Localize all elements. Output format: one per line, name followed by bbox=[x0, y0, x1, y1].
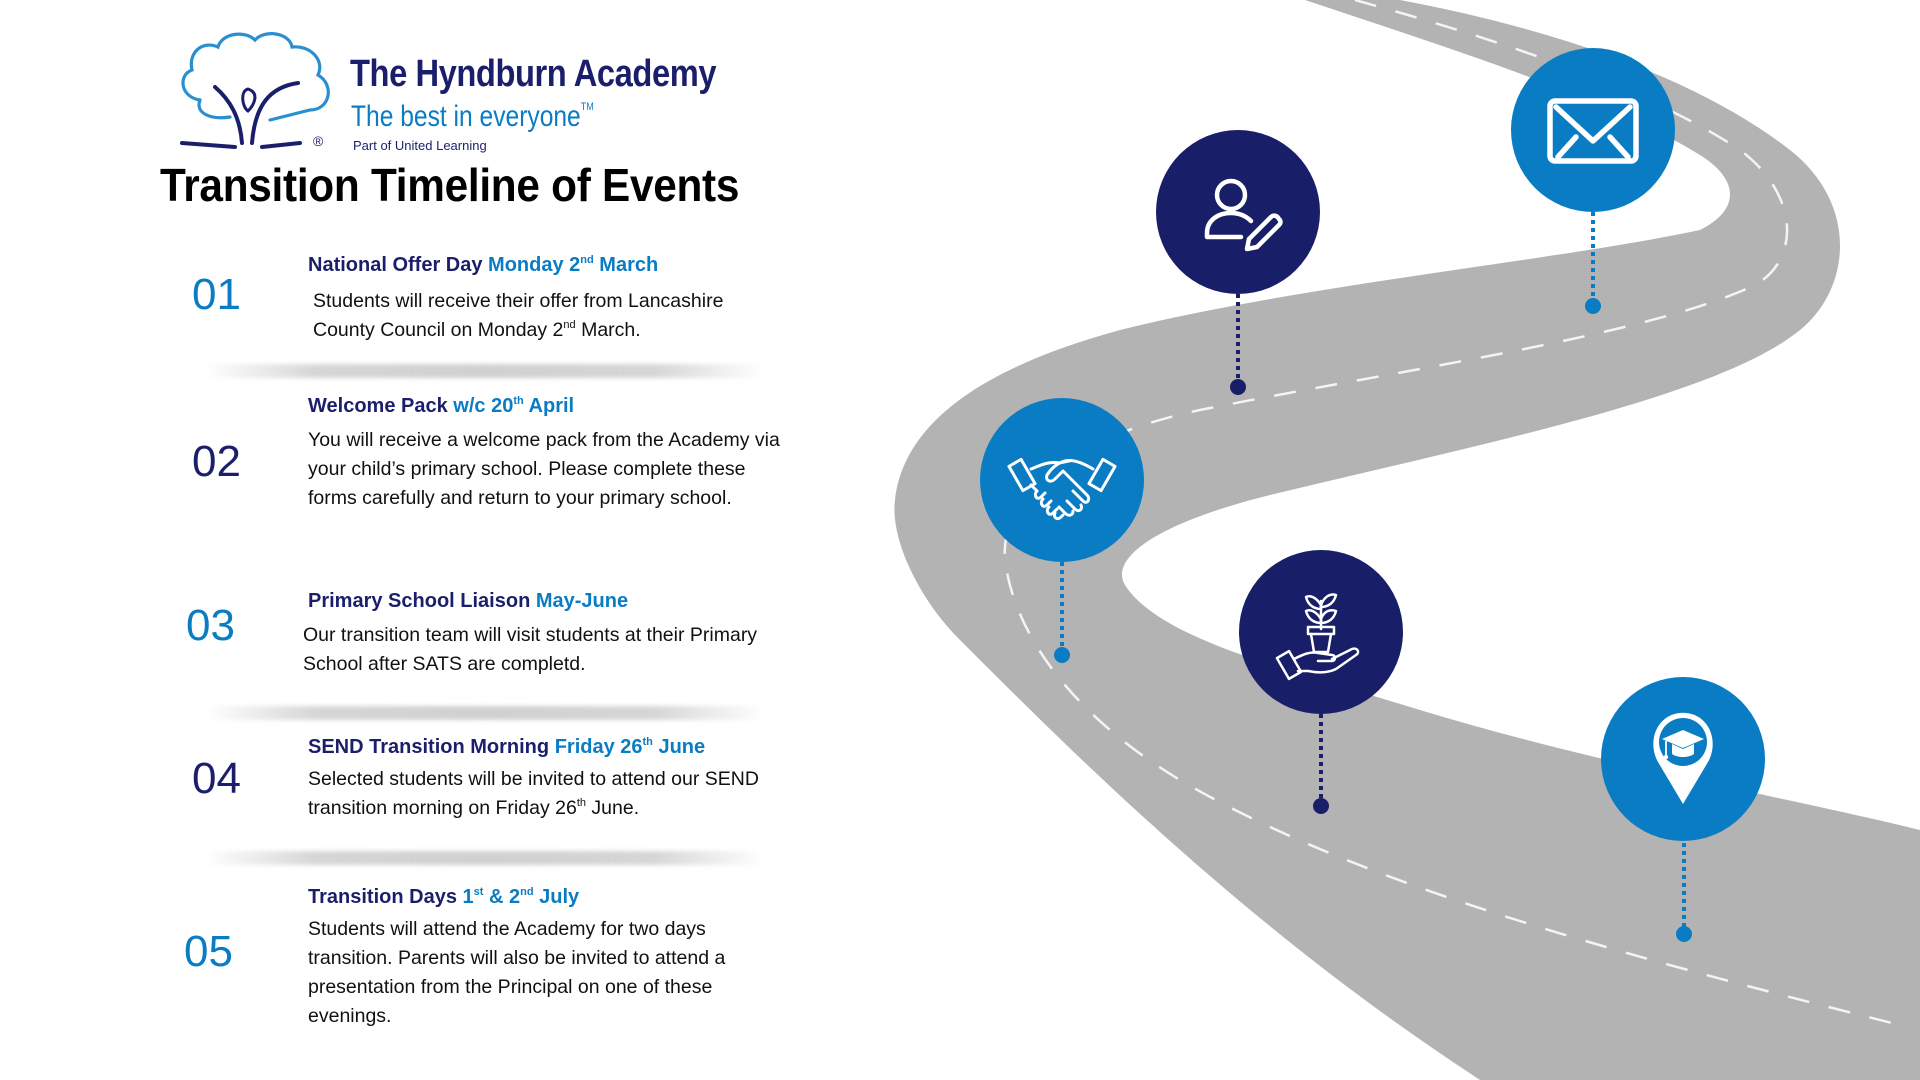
milestone-plant-in-hand bbox=[1239, 550, 1403, 714]
event-divider bbox=[205, 851, 765, 865]
connector-dot bbox=[1585, 298, 1601, 314]
event-description: Our transition team will visit students … bbox=[303, 624, 758, 675]
connector-dot bbox=[1313, 798, 1329, 814]
event-title: Transition Days 1st & 2nd July bbox=[308, 886, 580, 908]
event-date: Monday 2nd March bbox=[488, 254, 659, 276]
event-description: You will receive a welcome pack from the… bbox=[308, 429, 780, 509]
event-title: Primary School Liaison May-June bbox=[308, 590, 629, 612]
milestone-handshake bbox=[980, 398, 1144, 562]
graduation-pin-icon bbox=[1653, 712, 1713, 804]
event-divider bbox=[205, 706, 765, 720]
envelope-icon bbox=[1547, 98, 1639, 164]
user-edit-icon bbox=[1204, 178, 1283, 252]
brand-tagline: The best in everyoneTM bbox=[351, 100, 594, 133]
milestone-graduation-pin bbox=[1601, 677, 1765, 841]
connector-dot bbox=[1230, 379, 1246, 395]
event-title: National Offer Day Monday 2nd March bbox=[308, 254, 659, 276]
page-title: Transition Timeline of Events bbox=[160, 159, 740, 211]
event-number: 04 bbox=[192, 754, 241, 803]
event-date: Friday 26th June bbox=[554, 736, 706, 758]
event-description: Students will attend the Academy for two… bbox=[308, 918, 726, 1027]
brand-name: The Hyndburn Academy bbox=[350, 53, 717, 95]
event-date: 1st & 2nd July bbox=[462, 886, 580, 908]
connector-dot bbox=[1054, 647, 1070, 663]
road-center-line bbox=[1003, 0, 1901, 1027]
tree-logo-icon bbox=[180, 32, 330, 149]
event-title: Welcome Pack w/c 20th April bbox=[308, 395, 575, 417]
registered-mark: ® bbox=[313, 133, 324, 149]
plant-in-hand-icon bbox=[1275, 593, 1360, 681]
event-number: 03 bbox=[186, 601, 235, 650]
connector-dot bbox=[1676, 926, 1692, 942]
event-number: 01 bbox=[192, 270, 241, 319]
event-number: 05 bbox=[184, 927, 233, 976]
milestone-user-edit bbox=[1156, 130, 1320, 294]
event-description: Students will receive their offer from L… bbox=[313, 290, 724, 341]
event-number: 02 bbox=[192, 437, 241, 486]
event-description: Selected students will be invited to att… bbox=[308, 768, 759, 819]
event-date: May-June bbox=[535, 590, 629, 612]
event-date: w/c 20th April bbox=[453, 395, 575, 417]
handshake-icon bbox=[1007, 457, 1117, 521]
event-divider bbox=[205, 364, 765, 378]
academy-logo: ® The Hyndburn Academy The best in every… bbox=[170, 25, 770, 160]
event-title: SEND Transition Morning Friday 26th June bbox=[308, 736, 706, 758]
milestone-envelope bbox=[1511, 48, 1675, 212]
brand-affiliation: Part of United Learning bbox=[353, 138, 487, 153]
